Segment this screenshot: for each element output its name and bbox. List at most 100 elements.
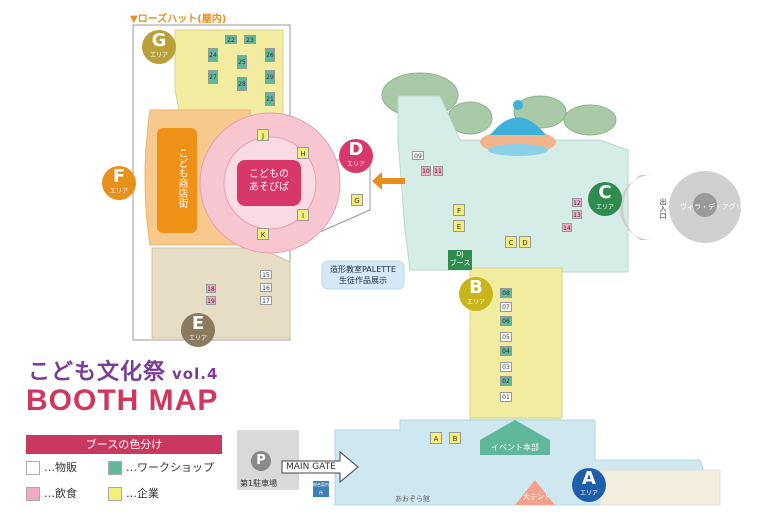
booth-12[interactable]: 12 bbox=[572, 198, 582, 207]
booth-I[interactable]: I bbox=[297, 209, 309, 221]
booth-13[interactable]: 13 bbox=[572, 210, 582, 219]
booth-map-title: BOOTH MAP bbox=[26, 384, 219, 417]
legend-label: …物販 bbox=[44, 461, 77, 474]
booth-A[interactable]: A bbox=[430, 432, 442, 444]
area-sub: エリア bbox=[149, 52, 168, 59]
event-vol: vol.4 bbox=[172, 365, 219, 383]
booth-08[interactable]: 08 bbox=[500, 288, 512, 298]
booth-07[interactable]: 07 bbox=[500, 302, 512, 312]
legend-swatch bbox=[108, 487, 122, 501]
area-sub: エリア bbox=[579, 490, 598, 497]
event-title: こども文化祭 vol.4 bbox=[28, 354, 218, 386]
area-sub: エリア bbox=[109, 188, 128, 195]
booth-01[interactable]: 01 bbox=[500, 392, 512, 402]
area-a-badge[interactable]: A エリア bbox=[572, 468, 606, 502]
booth-18[interactable]: 18 bbox=[206, 284, 216, 293]
booth-K[interactable]: K bbox=[257, 228, 269, 240]
big-tent bbox=[515, 480, 555, 505]
shop-street-line: こども bbox=[176, 148, 187, 178]
booth-15[interactable]: 15 bbox=[260, 270, 272, 279]
area-c-badge[interactable]: C エリア bbox=[588, 182, 622, 216]
booth-17[interactable]: 17 bbox=[260, 296, 272, 305]
dj-line: DJ bbox=[456, 250, 464, 258]
booth-21[interactable]: 21 bbox=[265, 92, 275, 106]
parking-icon bbox=[251, 451, 271, 471]
villa-building bbox=[619, 171, 741, 243]
booth-10[interactable]: 10 bbox=[421, 166, 431, 176]
play-center-line: こどもの bbox=[249, 169, 289, 180]
booth-26[interactable]: 26 bbox=[265, 48, 275, 62]
d-entrance-arrow bbox=[372, 172, 405, 190]
area-e-badge[interactable]: E エリア bbox=[181, 313, 215, 347]
info-center[interactable]: 総合案内所 bbox=[313, 481, 329, 497]
play-center-label: こどもの あそびば bbox=[237, 168, 301, 194]
palette-label: 造形教室PALETTE 生徒作品展示 bbox=[322, 264, 404, 286]
fountain bbox=[480, 100, 556, 156]
area-sub: エリア bbox=[466, 299, 485, 306]
booth-11[interactable]: 11 bbox=[433, 166, 443, 176]
booth-25[interactable]: 25 bbox=[237, 55, 247, 69]
palette-callout bbox=[321, 260, 405, 290]
booth-02[interactable]: 02 bbox=[500, 376, 512, 386]
booth-03[interactable]: 03 bbox=[500, 362, 512, 372]
booth-D[interactable]: D bbox=[519, 236, 531, 248]
booth-06[interactable]: 06 bbox=[500, 316, 512, 326]
booth-19[interactable]: 19 bbox=[206, 296, 216, 305]
parking-letter: P bbox=[256, 453, 266, 468]
booth-29[interactable]: 29 bbox=[265, 70, 275, 84]
area-g-badge[interactable]: G エリア bbox=[142, 30, 176, 64]
shop-street-line: 商店街 bbox=[176, 178, 187, 208]
palette-line: 造形教室PALETTE bbox=[330, 265, 396, 274]
rose-hut-label: ▼ローズハット(屋内) bbox=[130, 14, 227, 25]
a-area-yellow bbox=[599, 469, 721, 506]
booth-B[interactable]: B bbox=[449, 432, 461, 444]
palette-line: 生徒作品展示 bbox=[339, 276, 387, 285]
area-letter: G bbox=[151, 30, 167, 51]
booth-24[interactable]: 24 bbox=[208, 48, 218, 62]
booth-28[interactable]: 28 bbox=[237, 77, 247, 91]
main-gate-arrow[interactable] bbox=[281, 450, 359, 484]
booth-G[interactable]: G bbox=[351, 194, 363, 206]
legend-swatch bbox=[26, 487, 40, 501]
main-gate-label: MAIN GATE bbox=[286, 462, 336, 472]
area-sub: エリア bbox=[188, 335, 207, 342]
play-center-line: あそびば bbox=[249, 182, 289, 193]
area-letter: A bbox=[582, 468, 596, 489]
booth-22[interactable]: 22 bbox=[225, 35, 237, 44]
booth-F[interactable]: F bbox=[453, 204, 465, 216]
area-sub: エリア bbox=[346, 161, 365, 168]
booth-23[interactable]: 23 bbox=[244, 35, 256, 44]
legend-item-goods: …物販 bbox=[26, 460, 77, 476]
area-b-badge[interactable]: B エリア bbox=[459, 277, 493, 311]
c-entrance-label: 出入口 bbox=[659, 198, 667, 219]
play-center-block bbox=[237, 160, 301, 206]
area-f-badge[interactable]: F エリア bbox=[102, 166, 136, 200]
booth-27[interactable]: 27 bbox=[208, 70, 218, 84]
booth-16[interactable]: 16 bbox=[260, 283, 272, 292]
villa-label: ヴィラ・デ・アグリ bbox=[680, 203, 743, 211]
booth-05[interactable]: 05 bbox=[500, 332, 512, 342]
booth-J[interactable]: J bbox=[257, 129, 269, 141]
area-letter: B bbox=[469, 277, 483, 298]
booth-09[interactable]: 09 bbox=[412, 151, 424, 160]
legend-swatch bbox=[108, 461, 122, 475]
legend-item-workshop: …ワークショップ bbox=[108, 460, 214, 476]
big-tent-label: 大テント bbox=[523, 493, 551, 501]
booth-C[interactable]: C bbox=[505, 236, 517, 248]
booth-E[interactable]: E bbox=[453, 220, 465, 232]
event-hq-label: イベント本部 bbox=[491, 443, 539, 452]
booth-04[interactable]: 04 bbox=[500, 346, 512, 356]
event-title-text: こども文化祭 bbox=[28, 360, 167, 385]
booth-14[interactable]: 14 bbox=[562, 223, 572, 232]
legend-label: …ワークショップ bbox=[126, 461, 214, 474]
e-area-zone bbox=[151, 247, 291, 339]
booth-H[interactable]: H bbox=[297, 147, 309, 159]
aozora-label: あおぞら館 bbox=[395, 495, 430, 503]
area-sub: エリア bbox=[595, 204, 614, 211]
legend-item-company: …企業 bbox=[108, 486, 159, 502]
dj-booth[interactable]: DJ ブース bbox=[448, 250, 472, 270]
event-hq-tent bbox=[480, 420, 550, 455]
area-letter: E bbox=[191, 313, 205, 334]
area-d-badge[interactable]: D エリア bbox=[339, 139, 373, 173]
